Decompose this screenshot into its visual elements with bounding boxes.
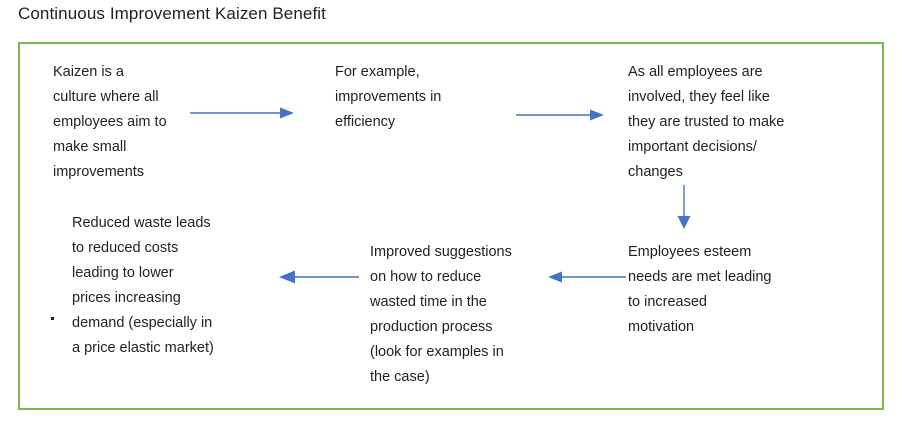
arrow-left-icon-4 <box>546 268 626 286</box>
node-kaizen-definition: Kaizen is a culture where all employees … <box>53 64 167 180</box>
node-esteem-motivation: Employees esteem needs are met leading t… <box>628 244 772 335</box>
node-employee-involvement: As all employees are involved, they feel… <box>628 64 785 180</box>
node-example-efficiency: For example, improvements in efficiency <box>335 64 442 130</box>
node-reduced-waste: Reduced waste leads to reduced costs lea… <box>72 215 214 356</box>
arrow-left-icon-5 <box>277 268 359 286</box>
arrow-right-icon-2 <box>516 105 608 125</box>
node-improved-suggestions: Improved suggestions on how to reduce wa… <box>370 244 512 385</box>
bullet-marker-icon <box>51 317 54 320</box>
page-title: Continuous Improvement Kaizen Benefit <box>18 4 326 23</box>
arrow-right-icon-1 <box>190 103 298 123</box>
arrow-down-icon-3 <box>673 185 695 233</box>
diagram-frame <box>18 42 884 410</box>
